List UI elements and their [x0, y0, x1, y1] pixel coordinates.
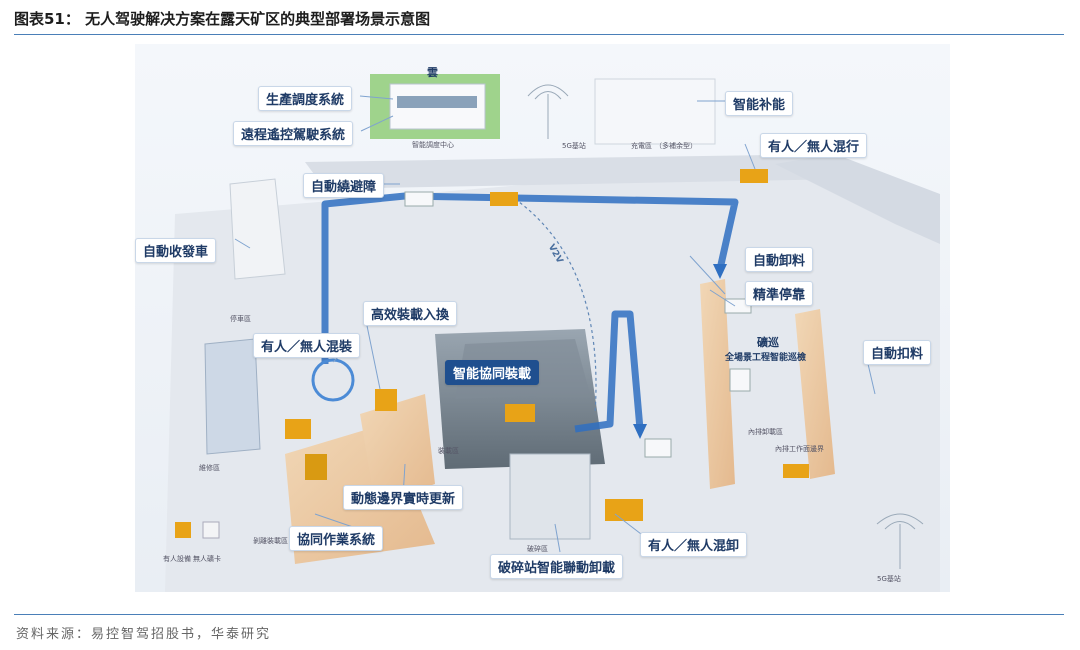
label-auto-unload: 自動卸料: [745, 247, 814, 272]
main-road: [305, 154, 845, 189]
control-center-window: [397, 96, 477, 108]
figure-title: 图表51： 无人驾驶解决方案在露天矿区的典型部署场景示意图: [14, 10, 431, 28]
small-inner-dump-edge: 內排工作面邊界: [775, 445, 824, 453]
small-inner-dump: 內排卸載區: [748, 428, 783, 436]
small-base-station-bottom: 5G基站: [877, 575, 901, 583]
label-dynamic-boundary: 動態邊界實時更新: [343, 485, 464, 510]
loader-stripping: [285, 419, 311, 439]
label-auto-retract: 自動收發車: [135, 238, 217, 263]
white-truck-pit: [644, 438, 672, 458]
small-unmanned-mining-truck: 無人礦卡: [193, 555, 221, 563]
label-cloud: 雲: [427, 66, 438, 79]
title-rule: [14, 34, 1064, 35]
small-control-center: 智能調度中心: [412, 141, 454, 149]
label-crusher-unload: 破碎站智能聯動卸載: [490, 554, 624, 579]
label-efficient-load-swap: 高效裝載入換: [363, 301, 458, 326]
label-mixed-loading: 有人／無人混裝: [253, 333, 361, 358]
label-auto-avoid: 自動繞避障: [303, 173, 385, 198]
dump-strip-right: [795, 309, 835, 479]
source-note: 资料来源：易控智驾招股书，华泰研究: [16, 627, 272, 642]
route-arrow-pit: [633, 424, 647, 439]
loading-pile: [360, 394, 435, 504]
route-arrow-dump: [713, 264, 727, 279]
dump-strip-left: [700, 279, 735, 489]
repair-hall: [204, 338, 261, 455]
label-smart-replenish: 智能补能: [725, 91, 794, 116]
outer-ring-road: [775, 154, 940, 244]
small-repair-area: 維修區: [199, 464, 220, 472]
small-charging-area: 充電區: [631, 142, 652, 150]
label-remote-driving: 遠程遙控駕駛系統: [233, 121, 354, 146]
small-crusher-area: 破碎區: [527, 545, 548, 553]
truck-parked-manned: [175, 522, 191, 538]
loader-dump: [783, 464, 809, 478]
pit-route: [574, 310, 644, 433]
small-manned-equipment: 有人設備: [163, 555, 191, 563]
truck-mixed-traffic: [740, 169, 768, 183]
white-truck-patrol: [729, 368, 751, 392]
label-inspection-sub: 全場景工程智能巡檢: [725, 353, 807, 363]
parking-lot: [229, 178, 286, 280]
excavator-loading: [375, 389, 397, 411]
small-stripping-area: 剝離裝載區: [253, 537, 288, 545]
label-smart-coop-loading: 智能協同裝載: [445, 360, 540, 385]
small-charging-note: （多補余型）: [655, 142, 697, 150]
mine-scene: 生產調度系統 遠程遙控駕駛系統 雲 智能补能 有人／無人混行 自動繞避障 自動卸…: [135, 44, 950, 592]
label-precise-parking: 精準停靠: [745, 281, 814, 306]
truck-top-road: [490, 192, 518, 206]
charging-area: [594, 78, 716, 145]
label-inspection-title: 礦巡: [757, 336, 779, 349]
small-loading-area: 裝載區: [438, 447, 459, 455]
v2v-link: [514, 198, 597, 415]
white-truck-dump: [724, 298, 752, 314]
small-parking-area: 停車區: [230, 315, 251, 323]
label-mixed-unloading: 有人／無人混卸: [640, 532, 748, 557]
crusher-building: [509, 453, 591, 540]
truck-mixed-unloading: [605, 499, 643, 521]
mixed-loading-ring: [311, 358, 355, 402]
label-mixed-traffic: 有人／無人混行: [760, 133, 868, 158]
label-coop-system: 協同作業系統: [289, 526, 384, 551]
white-truck-road: [404, 191, 434, 207]
small-base-station-top: 5G基站: [562, 142, 586, 150]
loader-coop: [305, 454, 327, 480]
label-production-dispatch: 生產調度系統: [258, 86, 353, 111]
label-auto-deduct: 自動扣料: [863, 340, 932, 365]
tower-top: [527, 84, 569, 139]
footer-rule: [14, 614, 1064, 615]
excavator-pit: [505, 404, 535, 422]
truck-parked-unmanned: [202, 521, 220, 539]
tower-bottom: [876, 513, 924, 569]
